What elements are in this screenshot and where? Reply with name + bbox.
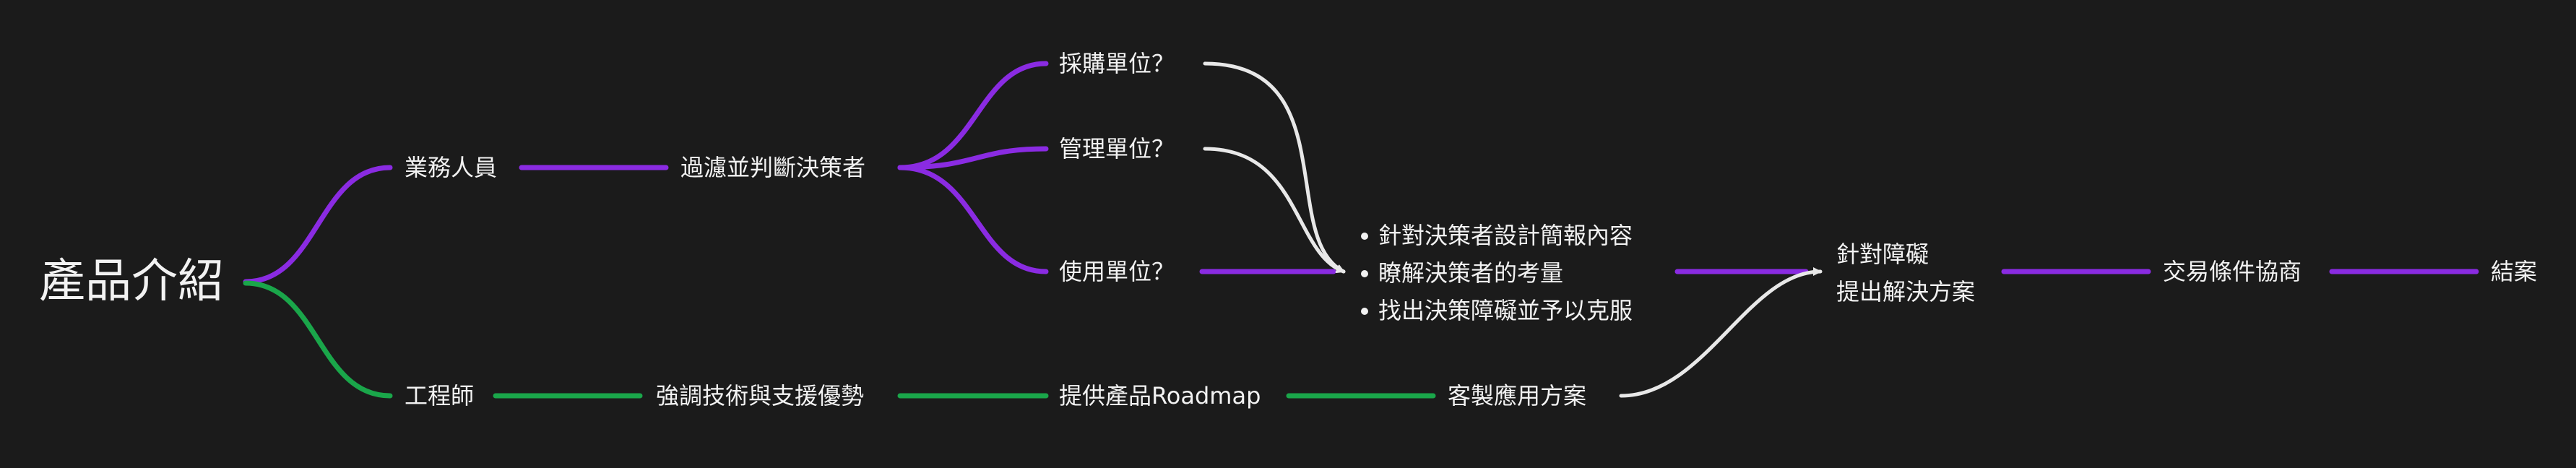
edge-filter-unit-2: [897, 146, 1049, 170]
edge-root-engineer: [243, 280, 393, 399]
close-node: 結案: [2491, 258, 2538, 285]
filter-decision-maker-node: 過濾並判斷決策者: [680, 154, 866, 181]
arrow-unit2-summary: [1203, 147, 1346, 274]
arrow-step3-solution: [1619, 267, 1823, 398]
summary-list: 針對決策者設計簡報內容 瞭解決策者的考量 找出決策障礙並予以克服: [1358, 217, 1633, 329]
solution-node: 針對障礙 提出解決方案: [1836, 235, 1975, 311]
engineer-step-tech-support: 強調技術與支援優勢: [656, 382, 865, 410]
root-node: 產品介紹: [39, 255, 224, 308]
sales-node: 業務人員: [405, 154, 498, 181]
unit-management-node: 管理單位？: [1059, 135, 1175, 162]
edge-root-sales: [243, 165, 393, 285]
engineer-step-roadmap: 提供產品Roadmap: [1059, 382, 1261, 410]
summary-item: 瞭解決策者的考量: [1358, 254, 1633, 292]
negotiation-node: 交易條件協商: [2163, 258, 2302, 285]
solution-line: 針對障礙: [1836, 240, 1929, 268]
summary-item: 針對決策者設計簡報內容: [1358, 217, 1633, 254]
engineer-step-custom: 客製應用方案: [1448, 382, 1587, 410]
unit-user-node: 使用單位？: [1059, 258, 1175, 285]
solution-line: 提出解決方案: [1836, 278, 1976, 306]
summary-item: 找出決策障礙並予以克服: [1358, 292, 1633, 329]
arrow-unit1-summary: [1203, 61, 1346, 274]
engineer-node: 工程師: [405, 382, 475, 410]
unit-procurement-node: 採購單位？: [1059, 50, 1175, 77]
edge-filter-unit-1: [897, 61, 1049, 170]
edge-filter-unit-3: [897, 165, 1049, 274]
